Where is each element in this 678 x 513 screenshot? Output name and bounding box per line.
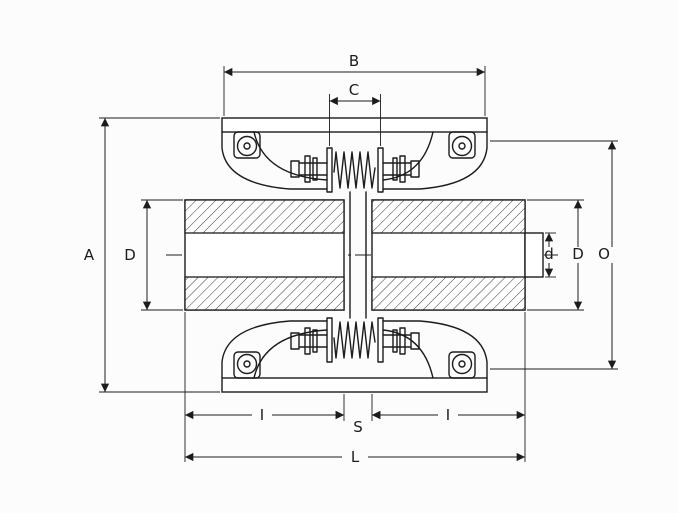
top-spring-pack [290, 147, 420, 193]
dim-label-I-left: I [260, 406, 264, 424]
top-right-boss [448, 131, 476, 159]
dim-label-C: C [349, 81, 359, 99]
dim-label-B: B [349, 52, 359, 70]
bottom-flange-assembly [221, 320, 488, 393]
top-left-bolt-hole-center [243, 142, 251, 150]
dimension-A: A [84, 117, 220, 393]
bottom-left-bolt-hole-center [243, 360, 251, 368]
dimension-S: S [320, 410, 396, 436]
dimension-D-right: D [527, 199, 584, 311]
top-spring-flange-right [377, 147, 384, 193]
bottom-left-wing-inner [253, 329, 328, 379]
dimension-D-left: D [124, 199, 183, 311]
dimension-B: B [223, 52, 486, 116]
hub-right-hatch-top [371, 199, 526, 234]
top-flange-assembly [221, 117, 488, 190]
top-spring-flange-left [326, 147, 333, 193]
top-right-bolt [382, 155, 420, 183]
hub-left [184, 199, 345, 311]
bottom-right-bolt-washer-1 [399, 327, 406, 355]
bottom-right-bolt [382, 327, 420, 355]
hub-right-hatch-bottom [371, 276, 526, 311]
top-left-bolt-washer-2 [312, 157, 318, 181]
hub-right [371, 199, 526, 311]
top-left-bolt-washer-1 [304, 155, 311, 183]
dim-label-S: S [353, 418, 363, 436]
bottom-right-wing-outer [382, 320, 488, 379]
dimension-d-bore: d [544, 232, 556, 278]
dimension-C: C [329, 81, 381, 146]
hub-left-hatch-top [184, 199, 345, 234]
dimension-I-right: I [372, 406, 525, 424]
top-right-wing-inner [382, 131, 434, 181]
top-plate [221, 117, 488, 133]
bottom-left-wing-outer [221, 320, 328, 379]
top-right-wing-outer [382, 131, 488, 190]
top-left-wing-inner [253, 131, 328, 181]
dim-label-L: L [351, 448, 360, 466]
dim-label-O: O [598, 245, 610, 263]
center-disc [349, 191, 367, 319]
top-left-bolt [290, 155, 328, 183]
bottom-spring-flange-right [377, 317, 384, 363]
bottom-right-wing-inner [382, 329, 434, 379]
top-right-bolt-washer-1 [399, 155, 406, 183]
shaft-stub [524, 232, 544, 278]
bottom-right-bolt-head [410, 332, 420, 350]
bottom-spring-pack [290, 317, 420, 363]
top-right-bolt-washer-2 [392, 157, 398, 181]
bottom-left-bolt-washer-2 [312, 329, 318, 353]
top-left-boss [233, 131, 261, 159]
top-right-bolt-hole-center [458, 142, 466, 150]
bottom-right-bolt-hole-center [458, 360, 466, 368]
top-left-bolt-hole [236, 135, 258, 157]
bottom-left-bolt-washer-1 [304, 327, 311, 355]
bottom-left-boss [233, 351, 261, 379]
bottom-right-bolt-washer-2 [392, 329, 398, 353]
bottom-plate [221, 377, 488, 393]
bottom-left-bolt [290, 327, 328, 355]
dimension-L: L [185, 448, 525, 466]
dim-label-A: A [84, 246, 95, 264]
bottom-left-bolt-head [290, 332, 300, 350]
bottom-spring-flange-left [326, 317, 333, 363]
bottom-right-boss [448, 351, 476, 379]
dimension-O: O [490, 140, 618, 370]
bottom-spring-bellows [333, 321, 376, 359]
top-left-wing-outer [221, 131, 328, 190]
hub-left-hatch-bottom [184, 276, 345, 311]
bottom-left-bolt-hole [236, 353, 258, 375]
top-spring-bellows [333, 151, 376, 189]
top-right-bolt-hole [451, 135, 473, 157]
dim-label-D-right: D [572, 245, 584, 263]
top-left-bolt-head [290, 160, 300, 178]
dim-label-I-right: I [446, 406, 450, 424]
top-right-bolt-head [410, 160, 420, 178]
bottom-right-bolt-hole [451, 353, 473, 375]
dim-label-D-left: D [124, 246, 136, 264]
dim-label-d: d [544, 245, 554, 263]
